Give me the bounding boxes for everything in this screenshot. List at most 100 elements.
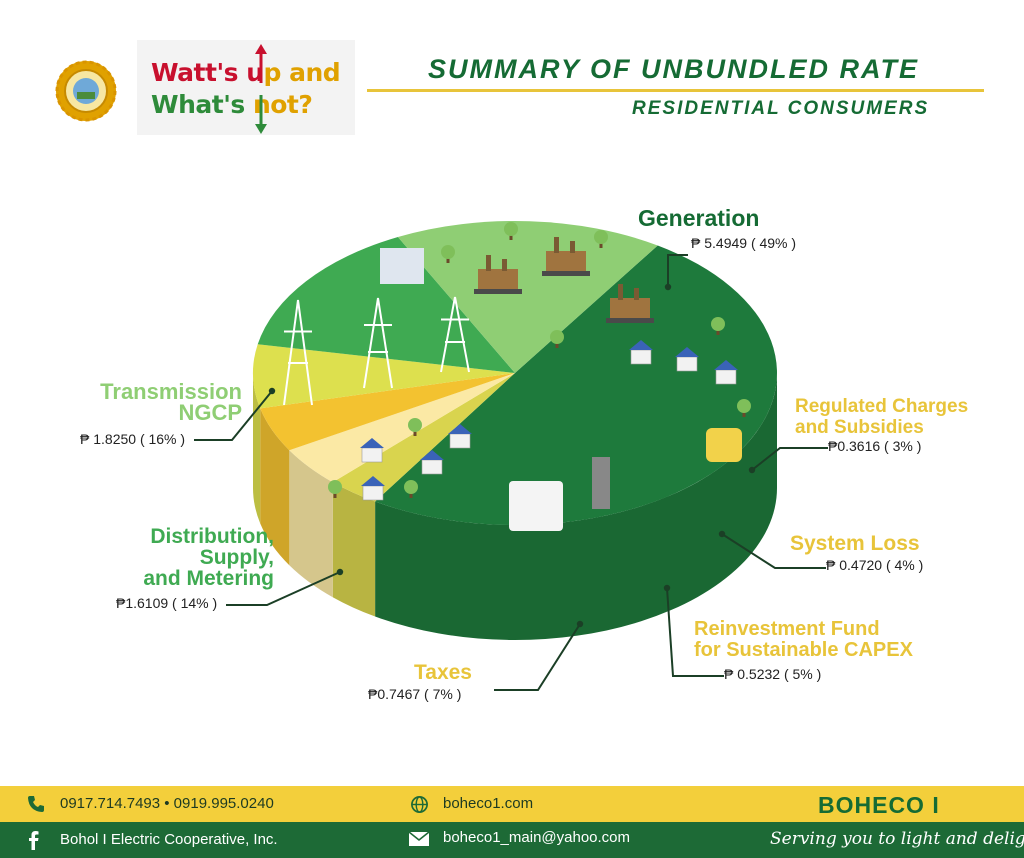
brand-line-1: Watt's up and — [151, 58, 341, 87]
label-reinvestment-name-2: for Sustainable CAPEX — [694, 639, 913, 661]
footer-slogan: Serving you to light and delight! — [770, 829, 1024, 849]
label-regulated-charges: Regulated Charges and Subsidies — [795, 396, 968, 438]
value-system-loss: ₱ 0.4720 ( 4% ) — [826, 557, 924, 573]
phone-icon — [28, 796, 44, 812]
email-icon — [408, 831, 430, 846]
label-distribution: Distribution, Supply, and Metering — [110, 526, 274, 589]
tree-icon — [550, 330, 564, 348]
brand-line-1b: p and — [263, 58, 341, 87]
factory-icon — [542, 237, 590, 276]
house-icon — [420, 450, 444, 475]
pie-side-0 — [375, 373, 777, 640]
pie-slice-2 — [289, 373, 515, 483]
tree-icon — [711, 317, 725, 335]
footer-email-link[interactable]: boheco1_main@yahoo.com — [443, 829, 631, 846]
pie-side-wall — [253, 373, 777, 640]
brand-line-2b: not? — [252, 90, 313, 119]
label-regulated-name-2: and Subsidies — [795, 417, 924, 438]
title-underline — [367, 89, 984, 92]
factory-icon — [606, 284, 654, 323]
value-distribution: ₱1.6109 ( 14% ) — [116, 595, 218, 611]
leader-line-5 — [226, 571, 341, 606]
tree-icon — [404, 480, 418, 498]
facebook-icon — [29, 831, 39, 850]
globe-icon — [411, 796, 428, 813]
leader-line-4 — [494, 623, 581, 691]
brand-line-2a: What's — [151, 90, 253, 119]
house-icon — [360, 438, 384, 463]
transmission-tower-icon — [283, 299, 313, 406]
label-distribution-name-3: and Metering — [143, 567, 274, 590]
pie-slice-1 — [332, 373, 515, 502]
leader-dot-1 — [748, 466, 756, 474]
pie-decorations — [283, 222, 751, 531]
transformer-icon — [592, 457, 610, 509]
pie-slice-0 — [375, 245, 777, 525]
leader-line-3 — [666, 587, 724, 677]
label-reinvestment-fund: Reinvestment Fund for Sustainable CAPEX — [694, 619, 913, 661]
label-leader-lines — [194, 254, 828, 691]
pie-side-3 — [260, 408, 290, 566]
leader-dot-4 — [576, 620, 584, 628]
label-regulated-name-1: Regulated Charges — [795, 396, 969, 417]
value-reinvestment-fund: ₱ 0.5232 ( 5% ) — [724, 666, 822, 682]
transmission-tower-icon — [363, 297, 393, 389]
label-system-loss-name: System Loss — [790, 532, 920, 555]
label-transmission-name-1: Transmission — [100, 379, 242, 404]
unbundled-rate-pie-chart — [194, 221, 828, 691]
house-icon — [675, 347, 699, 372]
label-transmission: Transmission NGCP — [70, 379, 242, 425]
brand-line-1a: Watt's u — [151, 58, 264, 87]
tax-form-icon — [509, 481, 563, 531]
boheco-seal-logo — [55, 60, 117, 122]
footer-org-name: BOHECO I — [818, 792, 940, 818]
leader-dot-2 — [718, 530, 726, 538]
up-down-arrow-icon — [255, 44, 267, 134]
brand-line-2: What's not? — [151, 90, 313, 119]
label-reinvestment-name-1: Reinvestment Fund — [694, 618, 880, 640]
tree-icon — [594, 230, 608, 248]
house-icon — [361, 476, 385, 501]
pie-slice-6 — [397, 221, 658, 373]
leader-line-2 — [721, 533, 826, 569]
tree-icon — [328, 480, 342, 498]
label-generation: Generation — [638, 207, 759, 230]
tree-icon — [737, 399, 751, 417]
label-taxes-name: Taxes — [414, 661, 472, 684]
tree-icon — [408, 418, 422, 436]
footer-social-bar — [0, 822, 1024, 858]
pie-side-1 — [332, 482, 376, 617]
label-distribution-name-2: Supply, — [199, 546, 274, 569]
label-distribution-name-1: Distribution, — [150, 525, 274, 548]
leader-dot-3 — [663, 584, 671, 592]
people-icon — [706, 428, 742, 462]
transmission-tower-icon — [440, 296, 470, 373]
pie-slice-4 — [253, 344, 515, 409]
footer-website-link[interactable]: boheco1.com — [443, 795, 534, 812]
value-taxes: ₱0.7467 ( 7% ) — [368, 686, 462, 702]
pie-slice-3 — [260, 373, 515, 451]
label-transmission-name-2: NGCP — [178, 400, 242, 425]
leader-line-1 — [751, 447, 828, 471]
page-subtitle: RESIDENTIAL CONSUMERS — [632, 98, 930, 119]
footer-contact-bar — [0, 786, 1024, 822]
tree-icon — [441, 245, 455, 263]
leader-dot-0 — [664, 283, 672, 291]
label-taxes: Taxes — [414, 662, 472, 683]
page-title: SUMMARY OF UNBUNDLED RATE — [428, 54, 920, 84]
watts-up-brand-banner: Watt's up and What's not? — [137, 40, 355, 135]
value-transmission: ₱ 1.8250 ( 16% ) — [80, 431, 186, 447]
power-plant-icon — [380, 248, 424, 284]
footer-facebook-link[interactable]: Bohol I Electric Cooperative, Inc. — [60, 831, 278, 848]
pie-side-2 — [289, 450, 333, 598]
factory-icon — [474, 255, 522, 294]
leader-dot-6 — [268, 387, 276, 395]
tree-icon — [504, 222, 518, 240]
footer-phone-numbers[interactable]: 0917.714.7493 • 0919.995.0240 — [60, 795, 274, 812]
value-regulated-charges: ₱0.3616 ( 3% ) — [828, 438, 922, 454]
leader-line-0 — [667, 254, 688, 287]
house-icon — [448, 424, 472, 449]
house-icon — [714, 360, 738, 385]
house-icon — [629, 340, 653, 365]
pie-slice-5 — [257, 237, 515, 373]
